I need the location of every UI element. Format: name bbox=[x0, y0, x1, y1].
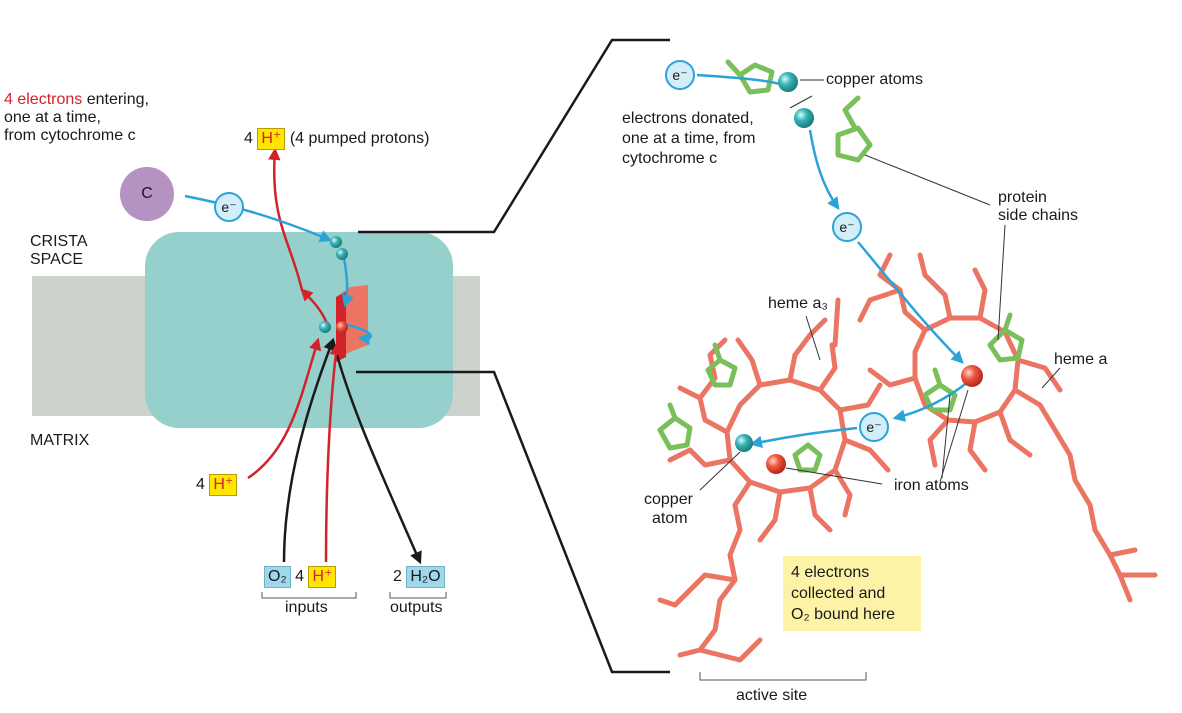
electron-arrow-down bbox=[341, 257, 354, 308]
protein-label-1: protein bbox=[998, 189, 1047, 206]
zoom-line-bottom bbox=[356, 370, 670, 674]
matrix-proton-arrow bbox=[247, 337, 322, 480]
membrane-left bbox=[32, 276, 162, 416]
collected-line1: 4 electrons bbox=[791, 564, 870, 581]
electrons-line3: from cytochrome c bbox=[4, 127, 136, 144]
electron-arrow-heme bbox=[857, 241, 964, 364]
electron-icon: e⁻ bbox=[832, 212, 862, 242]
electron-arrow-copper bbox=[808, 129, 840, 211]
inputs-bracket bbox=[261, 592, 357, 599]
copper-atom-label-1: copper bbox=[644, 491, 693, 508]
inputs-formula: O₂ 4 H⁺ bbox=[264, 566, 337, 588]
heme-a-label: heme a bbox=[1054, 351, 1108, 368]
iron-atom-icon bbox=[766, 454, 786, 474]
electrons-entering-text: entering, bbox=[82, 91, 149, 108]
active-site-bracket bbox=[699, 672, 867, 681]
electron-arrow-hemeiron bbox=[892, 381, 969, 422]
h-in-badge: H⁺ bbox=[209, 474, 238, 496]
pumped-protons-label: 4 H⁺ (4 pumped protons) bbox=[244, 128, 429, 150]
electron-icon: e⁻ bbox=[214, 192, 244, 222]
pumped-count: 4 bbox=[244, 130, 253, 147]
heme-a-icon bbox=[857, 252, 1158, 603]
zoom-line-top bbox=[358, 38, 670, 234]
collected-line3: O₂ bound here bbox=[791, 606, 896, 623]
copper-atom-icon bbox=[778, 72, 798, 92]
electron-arrow-in bbox=[184, 194, 333, 242]
heme-a3-icon bbox=[657, 297, 891, 663]
inputs-h-count: 4 bbox=[295, 568, 305, 585]
pumped-text: (4 pumped protons) bbox=[289, 130, 430, 147]
copper-atom-icon bbox=[336, 248, 348, 260]
outputs-formula: 2 H₂O bbox=[393, 566, 445, 588]
side-chain-icon bbox=[657, 59, 1025, 473]
collected-line2: collected and bbox=[791, 585, 886, 602]
copper-atom-label-2: atom bbox=[652, 510, 688, 527]
iron-atoms-label: iron atoms bbox=[894, 477, 969, 494]
donated-line2: one at a time, from bbox=[622, 130, 756, 147]
crista-label-2: SPACE bbox=[30, 251, 84, 268]
inputs-h-badge: H⁺ bbox=[308, 566, 337, 588]
input-proton-arrow bbox=[324, 342, 342, 563]
matrix-proton-label: 4 H⁺ bbox=[196, 474, 238, 496]
copper-atom-icon bbox=[330, 236, 342, 248]
matrix-label: MATRIX bbox=[30, 432, 90, 449]
iron-atom-icon bbox=[336, 321, 348, 333]
iron-atom-icon bbox=[961, 365, 983, 387]
electrons-count: 4 electrons bbox=[4, 91, 83, 108]
water-count: 2 bbox=[393, 568, 402, 585]
outputs-label: outputs bbox=[390, 599, 443, 616]
oxidase-complex bbox=[145, 232, 453, 428]
electrons-line2: one at a time, bbox=[4, 109, 101, 126]
water-arrow bbox=[331, 339, 422, 565]
protein-label-2: side chains bbox=[998, 207, 1079, 224]
electron-icon: e⁻ bbox=[665, 60, 695, 90]
heme-a3-label: heme a₃ bbox=[768, 295, 828, 312]
donated-line3: cytochrome c bbox=[622, 150, 718, 167]
copper-atom-icon bbox=[735, 434, 753, 452]
leader-lines bbox=[699, 79, 1061, 491]
h-in-count: 4 bbox=[196, 476, 205, 493]
pumped-h-badge: H⁺ bbox=[257, 128, 286, 150]
copper-atoms-label: copper atoms bbox=[826, 71, 923, 88]
o2-badge: O₂ bbox=[264, 566, 291, 588]
collected-note: 4 electrons collected and O₂ bound here bbox=[783, 556, 921, 631]
oxygen-arrow bbox=[282, 337, 336, 563]
donated-line1: electrons donated, bbox=[622, 110, 754, 127]
active-site-label: active site bbox=[736, 687, 808, 704]
outputs-bracket bbox=[389, 592, 447, 599]
copper-atom-icon bbox=[319, 321, 331, 333]
copper-atom-icon bbox=[794, 108, 814, 128]
pumped-proton-arrow bbox=[268, 147, 304, 291]
inputs-label: inputs bbox=[285, 599, 328, 616]
electrons-entering-label: 4 electrons entering, bbox=[4, 90, 149, 110]
water-badge: H₂O bbox=[406, 566, 445, 588]
electron-arrow-loop bbox=[347, 323, 373, 346]
cytochrome-c-icon: C bbox=[120, 167, 174, 221]
electron-arrow-active bbox=[749, 426, 858, 449]
crista-label-1: CRISTA bbox=[30, 233, 88, 250]
electron-icon: e⁻ bbox=[859, 412, 889, 442]
